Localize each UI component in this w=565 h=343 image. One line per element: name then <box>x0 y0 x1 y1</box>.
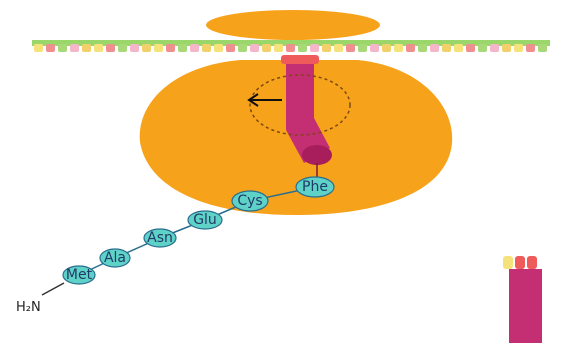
incoming-trna-codon-cap-2 <box>515 256 525 269</box>
mrna-codon <box>262 44 271 52</box>
mrna-codon <box>178 44 187 52</box>
trna-anticodon <box>281 55 319 64</box>
mrna-codon <box>118 44 127 52</box>
mrna-codon <box>82 44 91 52</box>
mrna-codon <box>250 44 259 52</box>
amino-acid-label: Glu <box>193 212 217 228</box>
mrna-codon <box>454 44 463 52</box>
mrna-codons <box>34 44 547 52</box>
mrna-codon <box>58 44 67 52</box>
amino-acid-label: Cys <box>237 193 262 209</box>
mrna-codon <box>154 44 163 52</box>
mrna-codon <box>382 44 391 52</box>
amino-acid-glu: Glu <box>188 211 222 229</box>
mrna-codon <box>238 44 247 52</box>
amino-acid-label: Asn <box>147 230 173 246</box>
mrna-codon <box>442 44 451 52</box>
mrna-strand <box>32 40 550 52</box>
mrna-codon <box>538 44 547 52</box>
trna-end-cap <box>302 145 332 165</box>
mrna-codon <box>106 44 115 52</box>
incoming-trna-codon-cap-1 <box>503 256 513 269</box>
mrna-codon <box>142 44 151 52</box>
n-terminus: H₂N <box>16 283 64 315</box>
mrna-codon <box>526 44 535 52</box>
mrna-codon <box>514 44 523 52</box>
mrna-codon <box>298 44 307 52</box>
mrna-codon <box>490 44 499 52</box>
mrna-codon <box>166 44 175 52</box>
mrna-codon <box>286 44 295 52</box>
mrna-codon <box>394 44 403 52</box>
amino-acid-phe: Phe <box>296 177 334 197</box>
amino-acid-label: Ala <box>104 250 126 266</box>
mrna-codon <box>130 44 139 52</box>
mrna-codon <box>370 44 379 52</box>
mrna-codon <box>346 44 355 52</box>
amino-acid-ala: Ala <box>100 249 130 267</box>
mrna-codon <box>334 44 343 52</box>
mrna-codon <box>70 44 79 52</box>
mrna-codon <box>214 44 223 52</box>
incoming-trna-body <box>509 269 542 343</box>
mrna-codon <box>406 44 415 52</box>
amino-acid-label: Met <box>66 267 93 283</box>
incoming-trna <box>503 256 542 343</box>
mrna-codon <box>466 44 475 52</box>
amino-acid-label: Phe <box>302 179 328 195</box>
ribosome-small-subunit <box>206 10 380 40</box>
mrna-codon <box>502 44 511 52</box>
mrna-codon <box>46 44 55 52</box>
amino-acid-met: Met <box>63 266 95 284</box>
mrna-codon <box>202 44 211 52</box>
mrna-codon <box>226 44 235 52</box>
mrna-codon <box>310 44 319 52</box>
amino-acid-cys: Cys <box>232 191 268 211</box>
mrna-codon <box>478 44 487 52</box>
mrna-codon <box>190 44 199 52</box>
n-terminus-label: H₂N <box>16 300 41 315</box>
mrna-codon <box>274 44 283 52</box>
mrna-codon <box>94 44 103 52</box>
mrna-codon <box>358 44 367 52</box>
mrna-codon <box>34 44 43 52</box>
mrna-codon <box>322 44 331 52</box>
n-terminus-bond <box>42 283 64 295</box>
incoming-trna-codon-cap-3 <box>527 256 537 269</box>
mrna-codon <box>430 44 439 52</box>
mrna-codon <box>418 44 427 52</box>
amino-acid-asn: Asn <box>144 229 176 247</box>
